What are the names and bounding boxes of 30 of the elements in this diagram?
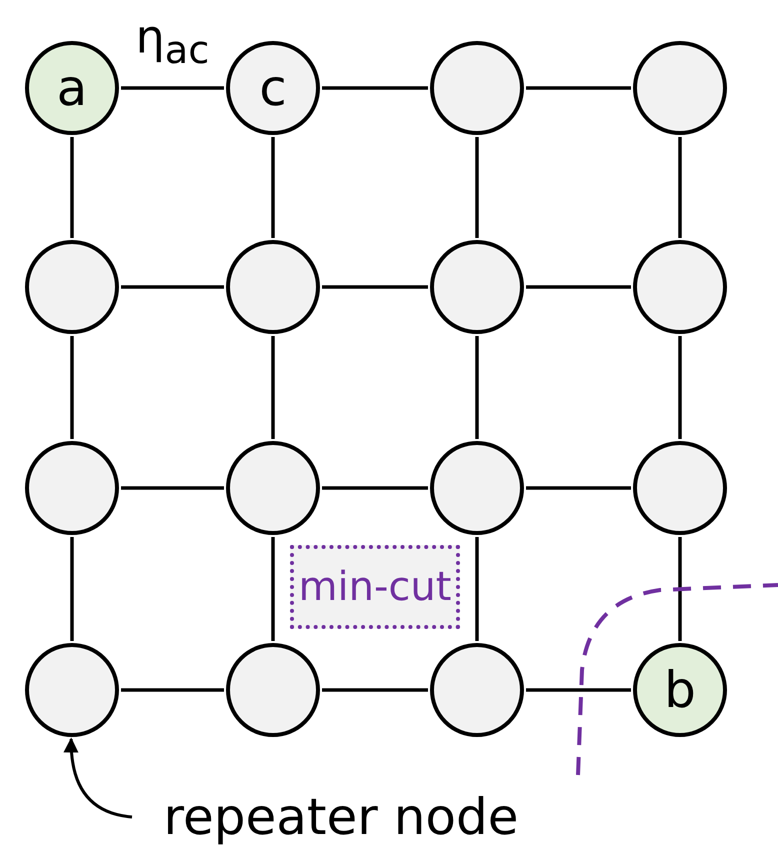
link-line: [526, 285, 631, 289]
repeater-node-circle: b: [633, 643, 727, 737]
link-line: [526, 486, 631, 490]
link-line: [121, 688, 224, 692]
repeater-node-circle: a: [25, 41, 119, 135]
leader-line: [64, 738, 132, 818]
link-line: [322, 486, 428, 490]
link-line: [271, 537, 275, 641]
link-line: [121, 486, 224, 490]
link-line: [70, 336, 74, 439]
link-line: [271, 336, 275, 439]
link-line: [475, 336, 479, 439]
link-line: [678, 137, 682, 238]
min-cut-box: min-cut: [290, 545, 460, 629]
repeater-node-circle: c: [226, 41, 320, 135]
node-label: repeater node: [164, 792, 518, 842]
link-line: [475, 137, 479, 238]
link-line: [678, 537, 682, 641]
link-line: [271, 137, 275, 238]
link-line: [70, 537, 74, 641]
link-line: [121, 86, 224, 90]
link-line: [322, 86, 428, 90]
link-line: [322, 688, 428, 692]
link-line: [678, 336, 682, 439]
link-line: [322, 285, 428, 289]
link-line: [475, 537, 479, 641]
link-line: [526, 688, 631, 692]
link-line: [526, 86, 631, 90]
link-line: [70, 137, 74, 238]
link-line: [121, 285, 224, 289]
